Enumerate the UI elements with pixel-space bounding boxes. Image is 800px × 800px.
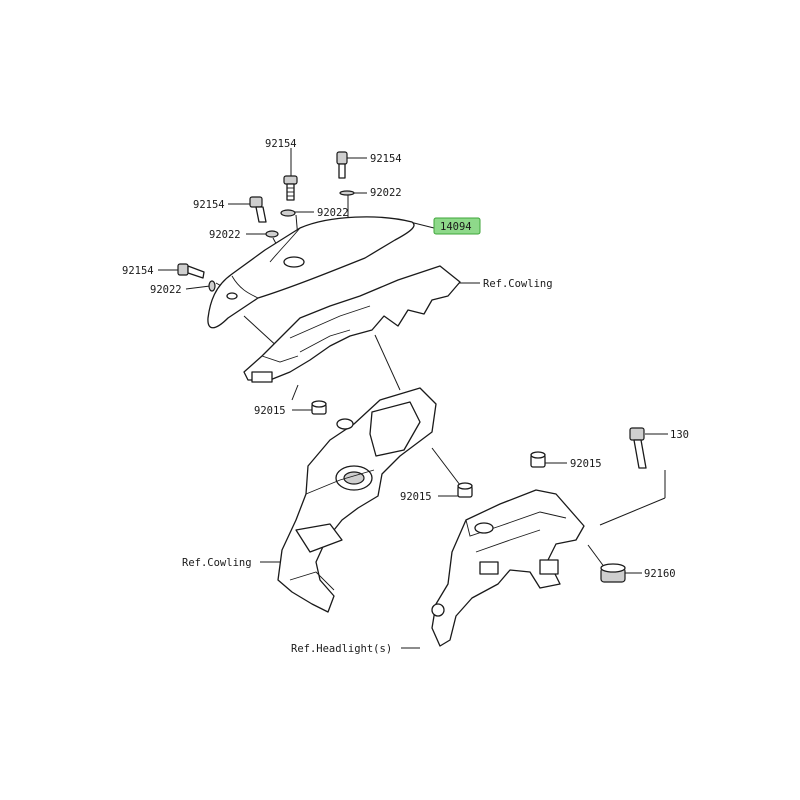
label-bolt-130[interactable]: 130: [670, 429, 689, 441]
washer-left-lower: [208, 280, 216, 292]
bolt-top-right: [336, 151, 348, 179]
lower-cowling-frame: [277, 387, 437, 613]
washer-left-upper: [265, 230, 279, 238]
leader-lines: [158, 148, 668, 649]
headlight-bracket: [431, 489, 585, 647]
label-ref-cowling-lower[interactable]: Ref.Cowling: [182, 557, 252, 569]
label-washer-mid[interactable]: 92022: [317, 207, 349, 219]
label-bolt-top-center[interactable]: 92154: [265, 138, 297, 150]
label-washer-left-lower[interactable]: 92022: [150, 284, 182, 296]
label-washer-top-right[interactable]: 92022: [370, 187, 402, 199]
collar-right: [530, 451, 546, 468]
label-damper[interactable]: 92160: [644, 568, 676, 580]
damper-92160: [600, 563, 626, 583]
label-washer-left-upper[interactable]: 92022: [209, 229, 241, 241]
label-bolt-left-upper[interactable]: 92154: [193, 199, 225, 211]
label-collar-right[interactable]: 92015: [570, 458, 602, 470]
label-bolt-left-lower[interactable]: 92154: [122, 265, 154, 277]
label-highlighted-part[interactable]: 14094: [440, 221, 472, 233]
label-collar-center[interactable]: 92015: [400, 491, 432, 503]
bolt-left-upper: [249, 196, 267, 223]
highlighted-part-box: [433, 217, 481, 235]
bolt-top-center: [283, 175, 298, 201]
label-bolt-top-right[interactable]: 92154: [370, 153, 402, 165]
label-ref-cowling-upper[interactable]: Ref.Cowling: [483, 278, 553, 290]
cover-14094: [207, 216, 415, 329]
collar-center: [457, 482, 473, 498]
bolt-130: [629, 427, 647, 469]
label-collar-left[interactable]: 92015: [254, 405, 286, 417]
bolt-left-lower: [177, 263, 205, 279]
label-ref-headlight[interactable]: Ref.Headlight(s): [291, 643, 392, 655]
collar-left: [311, 400, 327, 415]
washer-mid: [280, 209, 296, 217]
upper-cowling-bracket: [243, 265, 461, 383]
washer-top-right: [339, 190, 355, 196]
